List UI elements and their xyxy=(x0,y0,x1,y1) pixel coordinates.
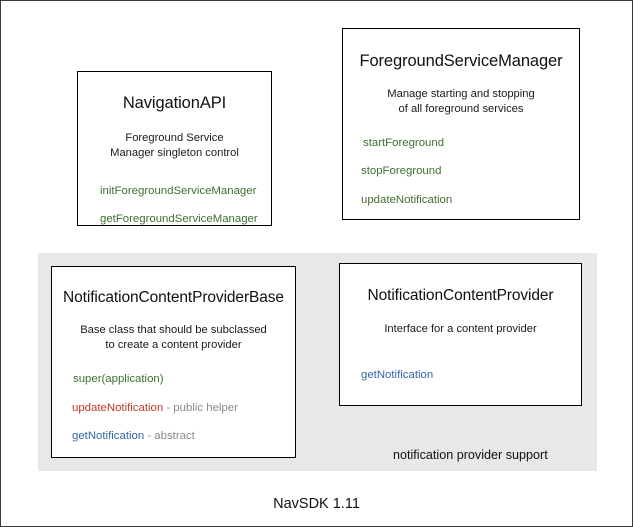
class-box-notification-content-provider[interactable]: NotificationContentProvider Interface fo… xyxy=(339,263,582,406)
notification-content-provider-title: NotificationContentProvider xyxy=(367,287,554,304)
group-panel-label: notification provider support xyxy=(393,448,548,462)
member-name: super(application) xyxy=(73,373,164,386)
class-box-navigation-api[interactable]: NavigationAPI Foreground Service Manager… xyxy=(77,71,272,226)
member-get-notification[interactable]: getNotification xyxy=(361,369,581,382)
class-box-notification-content-provider-base[interactable]: NotificationContentProviderBase Base cla… xyxy=(51,266,296,458)
notification-content-provider-desc-line-1: Interface for a content provider xyxy=(384,322,537,335)
member-name: initForegroundServiceManager xyxy=(100,184,257,197)
member-name: updateNotification xyxy=(72,401,164,414)
notification-content-provider-member-list: getNotification xyxy=(340,369,581,382)
member-get-notification-abstract[interactable]: getNotification - abstract xyxy=(72,430,295,443)
navigation-api-desc-line-1: Foreground Service xyxy=(125,131,224,144)
class-box-foreground-service-manager[interactable]: ForegroundServiceManager Manage starting… xyxy=(342,28,580,220)
navigation-api-member-list: initForegroundServiceManager getForegrou… xyxy=(78,185,271,226)
member-super-application[interactable]: super(application) xyxy=(73,373,295,386)
member-name: startForeground xyxy=(363,136,445,149)
foreground-service-manager-member-list: startForeground stopForeground updateNot… xyxy=(343,137,579,207)
navigation-api-description: Foreground Service Manager singleton con… xyxy=(78,131,271,161)
member-name: stopForeground xyxy=(361,165,442,178)
foreground-service-manager-desc-line-1: Manage starting and stopping xyxy=(387,87,535,100)
member-suffix: - public helper xyxy=(163,401,238,414)
diagram-footer-label: NavSDK 1.11 xyxy=(273,496,360,512)
member-update-notification[interactable]: updateNotification xyxy=(361,194,579,207)
member-get-foreground-service-manager[interactable]: getForegroundServiceManager xyxy=(100,213,271,226)
navigation-api-desc-line-2: Manager singleton control xyxy=(110,146,239,159)
notification-content-provider-base-desc-line-2: to create a content provider xyxy=(105,338,242,351)
navigation-api-title: NavigationAPI xyxy=(122,94,227,112)
notification-content-provider-base-desc-line-1: Base class that should be subclassed xyxy=(80,323,267,336)
member-init-foreground-service-manager[interactable]: initForegroundServiceManager xyxy=(100,185,271,198)
member-name: getNotification xyxy=(72,430,145,443)
member-name: getNotification xyxy=(361,368,434,381)
member-update-notification-public-helper[interactable]: updateNotification - public helper xyxy=(72,402,295,415)
notification-content-provider-base-member-list: super(application) updateNotification - … xyxy=(52,373,295,443)
foreground-service-manager-title: ForegroundServiceManager xyxy=(359,52,563,70)
member-name: updateNotification xyxy=(361,193,453,206)
member-stop-foreground[interactable]: stopForeground xyxy=(361,165,579,178)
foreground-service-manager-desc-line-2: of all foreground services xyxy=(398,102,524,115)
notification-content-provider-base-description: Base class that should be subclassed to … xyxy=(52,323,295,353)
notification-content-provider-description: Interface for a content provider xyxy=(340,322,581,337)
member-suffix: - abstract xyxy=(144,430,195,443)
member-name: getForegroundServiceManager xyxy=(100,213,258,226)
notification-content-provider-base-title: NotificationContentProviderBase xyxy=(63,289,284,306)
foreground-service-manager-description: Manage starting and stopping of all fore… xyxy=(343,87,579,117)
member-start-foreground[interactable]: startForeground xyxy=(363,137,579,150)
